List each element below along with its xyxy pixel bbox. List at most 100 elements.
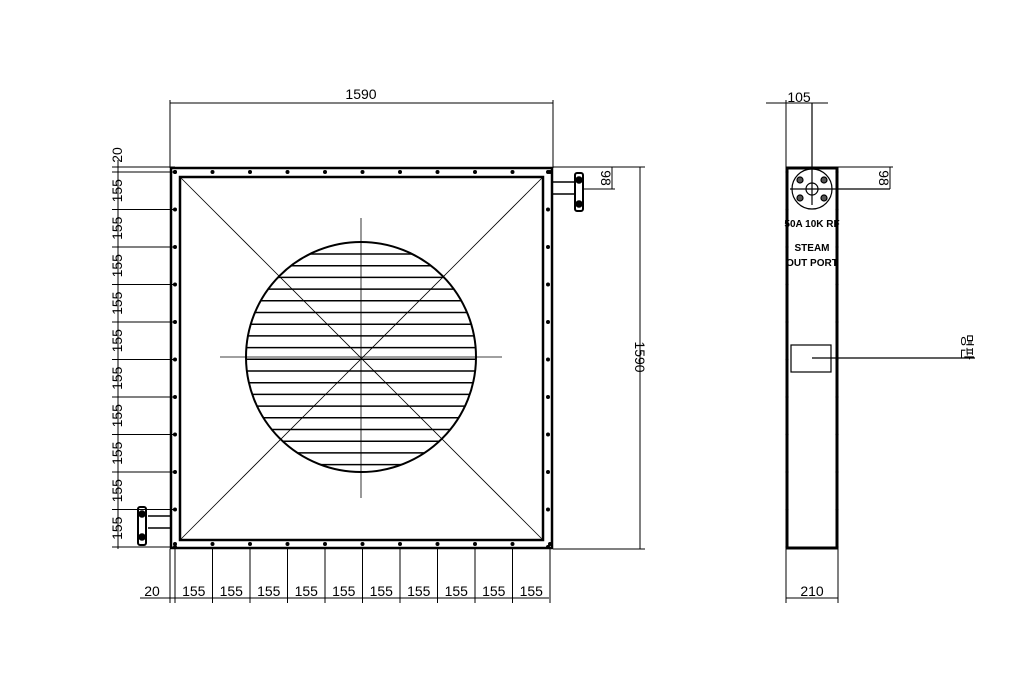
dimension-nozzle-offset: 98	[584, 167, 615, 190]
dimension-label: 155	[109, 291, 125, 315]
nozzle-label: OUT PORT	[786, 258, 838, 269]
bolt-hole	[835, 507, 839, 512]
dimension-label: 155	[332, 583, 356, 599]
side-view: 50A 10K RF STEAM OUT PORT 명판 105 98 210	[766, 89, 975, 603]
bolt-hole	[785, 545, 789, 549]
dimension-label: 98	[876, 170, 892, 186]
bolt-hole	[546, 282, 550, 287]
bolt-hole	[835, 545, 839, 549]
dimension-label: 155	[407, 583, 431, 599]
dimension-side-98: 98	[838, 166, 893, 189]
bolt-hole	[785, 170, 789, 174]
dimension-left-chain: 20 155 155 155 155 155 155 155 155 155 155	[109, 147, 175, 549]
steam-out-nozzle	[552, 172, 584, 212]
bolt-hole	[473, 170, 477, 174]
bolt-hole	[435, 170, 440, 174]
dimension-label: 20	[109, 147, 125, 163]
bolt-hole	[785, 207, 789, 212]
front-view: 1590 1590 98 20 155 155 155 155 155 155 155 155 1…	[109, 86, 648, 603]
outer-frame	[169, 166, 554, 550]
dimension-label: 1590	[632, 341, 648, 372]
dimension-label: 155	[109, 479, 125, 503]
dimension-side-depth: 210	[785, 549, 839, 603]
inner-panel	[178, 175, 545, 542]
bolt-hole	[785, 395, 789, 399]
bolt-hole	[473, 542, 477, 546]
dimension-overall-height: 1590	[553, 166, 648, 550]
bolt-hole	[360, 542, 365, 546]
bolt-hole	[785, 282, 789, 287]
dimension-label: 155	[109, 216, 125, 240]
bolt-hole	[210, 542, 215, 546]
bolt-hole	[546, 320, 550, 324]
bolt-hole	[173, 542, 177, 546]
bolt-hole	[323, 542, 327, 546]
dimension-label: 155	[370, 583, 394, 599]
bolt-hole	[435, 542, 440, 546]
bolt-hole	[835, 170, 839, 174]
bolt-hole	[398, 170, 402, 174]
flange-icon	[790, 103, 890, 210]
bolt-hole	[360, 170, 365, 174]
bolt-hole	[835, 282, 839, 287]
flange-spec-label: 50A 10K RF	[784, 219, 839, 230]
dimension-label: 155	[220, 583, 244, 599]
bolt-hole	[248, 170, 252, 174]
dimension-label: 155	[109, 366, 125, 390]
bolt-hole	[285, 542, 290, 546]
dimension-label: 155	[257, 583, 281, 599]
bolt-hole	[248, 542, 252, 546]
dimension-label: 98	[598, 170, 614, 186]
dimension-label: 155	[109, 179, 125, 203]
dimension-bottom-chain: 20 155 155 155 155 155 155 155 155 155 155	[140, 549, 551, 603]
bolt-hole	[785, 432, 789, 437]
steam-in-nozzle	[137, 506, 171, 546]
dimension-label: 155	[445, 583, 469, 599]
nameplate-label: 명판	[959, 334, 975, 360]
bolt-hole	[835, 320, 839, 324]
dimension-overall-width: 1590	[169, 86, 554, 168]
bolt-hole	[785, 470, 789, 474]
bolt-hole	[548, 170, 552, 174]
dimension-label: 210	[800, 583, 824, 599]
dimension-label: 1590	[345, 86, 376, 102]
bolt-hole	[835, 395, 839, 399]
bolt-hole	[546, 432, 550, 437]
dimension-label: 155	[109, 404, 125, 428]
bolt-hole	[546, 207, 550, 212]
bolt-hole	[285, 170, 290, 174]
bolt-hole	[835, 470, 839, 474]
bolt-hole	[785, 245, 789, 249]
bolt-hole	[398, 542, 402, 546]
dimension-label: 155	[109, 329, 125, 353]
bolt-hole	[510, 170, 515, 174]
bolt-hole	[546, 470, 550, 474]
bolt-hole	[510, 542, 515, 546]
dimension-label: 155	[109, 441, 125, 465]
bolt-hole	[546, 507, 550, 512]
bolt-hole	[835, 357, 839, 362]
bolt-hole	[785, 357, 789, 362]
bolt-hole	[835, 245, 839, 249]
bolt-hole	[835, 207, 839, 212]
dimension-label: 105	[787, 89, 811, 105]
bolt-hole	[548, 542, 552, 546]
bolt-hole	[785, 320, 789, 324]
dimension-label: 155	[109, 254, 125, 278]
dimension-label: 155	[295, 583, 319, 599]
bolt-hole	[546, 245, 550, 249]
bolt-hole	[546, 545, 550, 549]
dimension-label: 155	[109, 516, 125, 540]
bolt-hole	[546, 395, 550, 399]
nozzle-label: STEAM	[795, 243, 830, 254]
dimension-label: 20	[144, 583, 160, 599]
dimension-label: 155	[482, 583, 506, 599]
bolt-hole	[210, 170, 215, 174]
dimension-label: 155	[182, 583, 206, 599]
bolt-hole	[785, 507, 789, 512]
bolt-hole	[835, 432, 839, 437]
dimension-label: 155	[520, 583, 544, 599]
bolt-hole	[546, 357, 550, 362]
dimension-side-105: 105	[766, 89, 828, 168]
